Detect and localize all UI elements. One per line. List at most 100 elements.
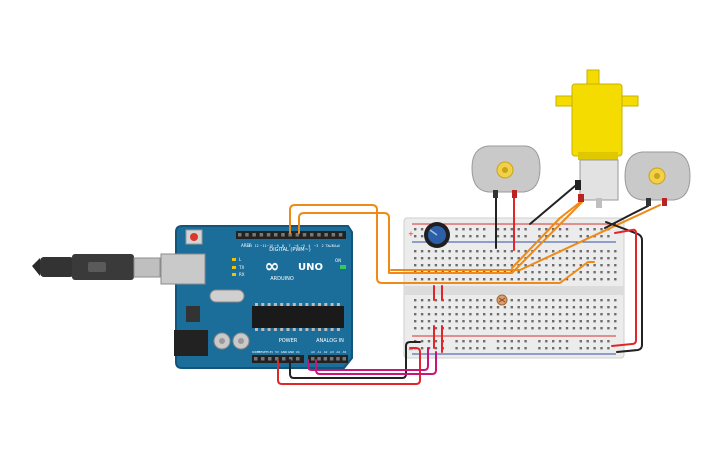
breadboard-hole[interactable] (531, 271, 534, 274)
breadboard-hole[interactable] (420, 235, 424, 238)
breadboard-hole[interactable] (427, 327, 431, 330)
breadboard-hole[interactable] (496, 313, 500, 316)
breadboard-hole[interactable] (538, 327, 541, 330)
breadboard-hole[interactable] (614, 257, 617, 260)
breadboard-hole[interactable] (441, 313, 444, 316)
breadboard-hole[interactable] (607, 278, 610, 281)
breadboard-hole[interactable] (545, 299, 548, 302)
breadboard-hole[interactable] (455, 299, 458, 302)
breadboard-hole[interactable] (434, 340, 438, 343)
breadboard-hole[interactable] (414, 264, 417, 267)
breadboard-hole[interactable] (558, 320, 562, 323)
breadboard-hole[interactable] (503, 347, 507, 350)
breadboard-hole[interactable] (441, 257, 444, 260)
breadboard-hole[interactable] (558, 235, 562, 238)
breadboard-hole[interactable] (586, 347, 589, 350)
header-pin[interactable] (338, 233, 343, 237)
breadboard-hole[interactable] (538, 313, 541, 316)
breadboard-hole[interactable] (552, 228, 555, 231)
breadboard-hole[interactable] (524, 313, 527, 316)
breadboard-hole[interactable] (614, 299, 617, 302)
breadboard-hole[interactable] (455, 278, 458, 281)
breadboard-hole[interactable] (517, 313, 520, 316)
breadboard-hole[interactable] (614, 278, 617, 281)
breadboard-hole[interactable] (552, 313, 555, 316)
breadboard-hole[interactable] (607, 347, 610, 350)
breadboard-hole[interactable] (427, 257, 431, 260)
breadboard-hole[interactable] (476, 340, 479, 343)
breadboard-hole[interactable] (524, 306, 527, 309)
breadboard-hole[interactable] (434, 306, 438, 309)
breadboard-hole[interactable] (565, 299, 569, 302)
breadboard-hole[interactable] (614, 271, 617, 274)
breadboard-hole[interactable] (586, 235, 589, 238)
breadboard-hole[interactable] (455, 257, 458, 260)
breadboard-hole[interactable] (593, 278, 596, 281)
breadboard-hole[interactable] (496, 278, 500, 281)
breadboard-hole[interactable] (483, 327, 486, 330)
breadboard-hole[interactable] (600, 313, 603, 316)
breadboard-hole[interactable] (476, 320, 479, 323)
breadboard-hole[interactable] (496, 250, 500, 253)
breadboard-hole[interactable] (552, 320, 555, 323)
breadboard-hole[interactable] (420, 250, 424, 253)
breadboard-hole[interactable] (531, 327, 534, 330)
header-pin[interactable] (336, 357, 340, 361)
breadboard-hole[interactable] (420, 313, 424, 316)
breadboard-hole[interactable] (572, 306, 576, 309)
breadboard-hole[interactable] (510, 340, 513, 343)
breadboard-hole[interactable] (572, 320, 576, 323)
wire-pink-a0[interactable] (315, 351, 437, 375)
breadboard-hole[interactable] (483, 306, 486, 309)
wire-black-motor2[interactable] (604, 205, 649, 229)
breadboard-hole[interactable] (579, 250, 582, 253)
breadboard-hole[interactable] (489, 264, 493, 267)
breadboard-hole[interactable] (489, 313, 493, 316)
breadboard-hole[interactable] (469, 320, 472, 323)
breadboard-hole[interactable] (614, 327, 617, 330)
breadboard-hole[interactable] (600, 278, 603, 281)
breadboard-hole[interactable] (489, 257, 493, 260)
breadboard-hole[interactable] (476, 264, 479, 267)
breadboard-hole[interactable] (600, 228, 603, 231)
breadboard-hole[interactable] (462, 340, 465, 343)
header-pin[interactable] (274, 233, 278, 237)
breadboard-hole[interactable] (476, 235, 479, 238)
breadboard-hole[interactable] (448, 278, 451, 281)
breadboard-hole[interactable] (600, 340, 603, 343)
breadboard-hole[interactable] (517, 327, 520, 330)
breadboard-hole[interactable] (420, 264, 424, 267)
breadboard-hole[interactable] (448, 250, 451, 253)
breadboard-hole[interactable] (503, 228, 507, 231)
breadboard-hole[interactable] (517, 306, 520, 309)
breadboard-hole[interactable] (572, 299, 576, 302)
breadboard-hole[interactable] (434, 257, 438, 260)
breadboard-hole[interactable] (441, 264, 444, 267)
breadboard-hole[interactable] (545, 235, 548, 238)
reset-button-cap[interactable] (190, 233, 198, 241)
breadboard-hole[interactable] (434, 320, 438, 323)
breadboard-hole[interactable] (448, 306, 451, 309)
breadboard-hole[interactable] (572, 264, 576, 267)
breadboard-hole[interactable] (531, 299, 534, 302)
breadboard-hole[interactable] (441, 278, 444, 281)
breadboard-hole[interactable] (600, 257, 603, 260)
breadboard-hole[interactable] (510, 347, 513, 350)
header-pin[interactable] (311, 357, 315, 361)
breadboard-hole[interactable] (469, 306, 472, 309)
breadboard-hole[interactable] (579, 271, 582, 274)
breadboard-hole[interactable] (552, 250, 555, 253)
breadboard-hole[interactable] (476, 306, 479, 309)
breadboard-hole[interactable] (558, 271, 562, 274)
breadboard-hole[interactable] (614, 320, 617, 323)
breadboard-hole[interactable] (510, 250, 513, 253)
breadboard-hole[interactable] (476, 313, 479, 316)
breadboard-hole[interactable] (489, 320, 493, 323)
breadboard-hole[interactable] (593, 306, 596, 309)
breadboard-hole[interactable] (427, 313, 431, 316)
breadboard-hole[interactable] (552, 327, 555, 330)
breadboard-hole[interactable] (614, 306, 617, 309)
breadboard-hole[interactable] (496, 327, 500, 330)
wire-red-rail[interactable] (611, 228, 637, 347)
breadboard-hole[interactable] (545, 264, 548, 267)
